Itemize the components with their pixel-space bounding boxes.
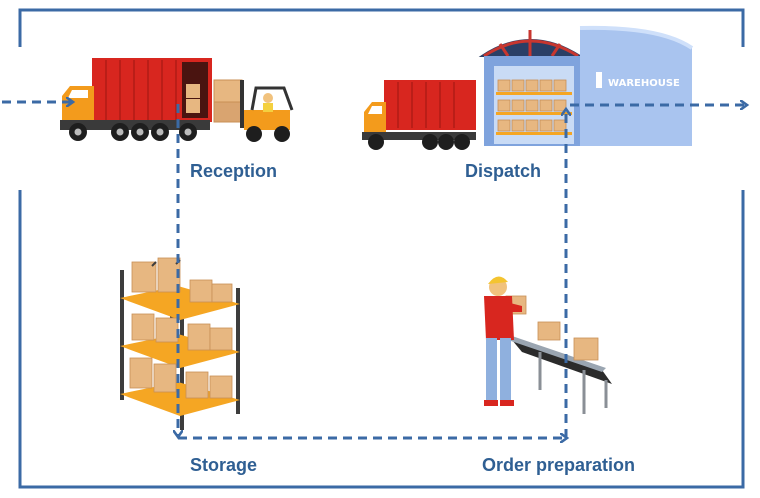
storage-rack-icon — [120, 257, 240, 430]
forklift-icon — [213, 79, 294, 142]
reception-truck-icon — [60, 58, 212, 141]
storage-label: Storage — [190, 455, 258, 475]
outer-frame — [18, 8, 745, 489]
warehouse-sign: WAREHOUSE — [608, 78, 680, 89]
reception-label: Reception — [190, 161, 278, 181]
order-preparation-label: Order preparation — [482, 455, 636, 475]
warehouse-icon: WAREHOUSE — [478, 25, 694, 146]
dispatch-truck-icon — [362, 80, 476, 150]
flow-arrows — [2, 102, 746, 438]
dispatch-label: Dispatch — [465, 161, 542, 181]
worker-conveyor-icon — [484, 276, 612, 414]
